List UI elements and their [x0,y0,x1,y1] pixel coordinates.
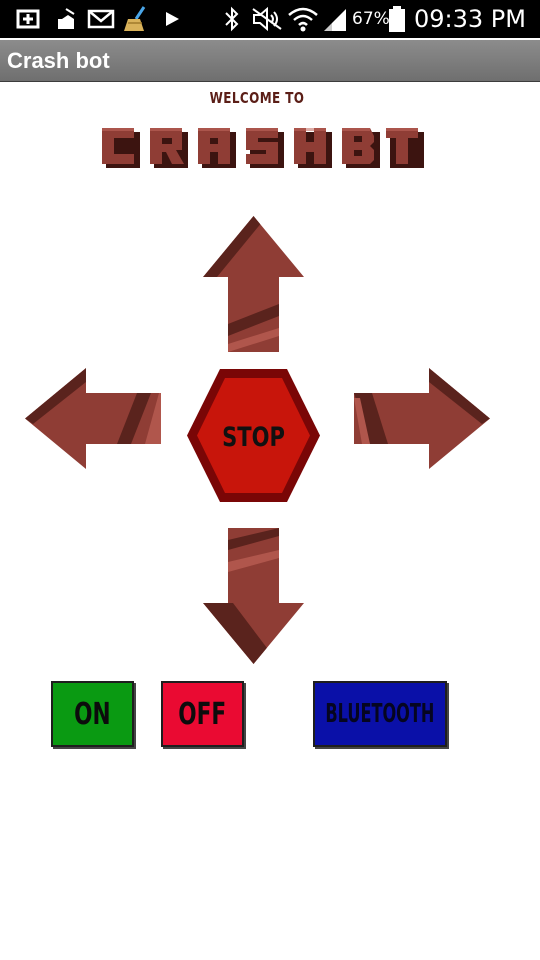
battery-icon [389,6,405,32]
wifi-icon [288,7,318,32]
welcome-text: WELCOME TO [209,89,305,107]
add-box-icon [16,9,40,29]
logo-face [102,128,418,164]
down-arrow-button[interactable] [203,528,304,664]
bluetooth-icon [225,6,239,32]
off-button-label: OFF [178,696,227,732]
mail-icon [87,9,115,29]
cleaner-icon [58,8,75,29]
stop-hexagon-inner [197,378,310,493]
status-bar: 67% 09:33 PM [0,0,540,38]
mute-icon [252,6,282,32]
crash-bot-logo [102,128,424,168]
logo-highlight [102,128,418,131]
signal-icon [324,9,346,31]
title-bar: Crash bot [0,40,540,82]
app-title: Crash bot [7,48,110,73]
right-arrow-button[interactable] [354,368,490,469]
bluetooth-button[interactable]: BLUETOOTH [313,681,447,747]
bluetooth-button-label: BLUETOOTH [325,699,435,729]
stop-label: STOP [222,421,285,452]
up-arrow-button[interactable] [203,216,304,352]
left-arrow-button[interactable] [25,368,161,469]
stop-button[interactable]: STOP [186,368,321,503]
on-button[interactable]: ON [51,681,134,747]
broom-icon [124,6,146,31]
battery-percent: 67% [352,9,390,29]
off-button[interactable]: OFF [161,681,244,747]
clock: 09:33 PM [414,5,526,33]
on-button-label: ON [74,696,111,732]
play-icon [166,12,179,26]
